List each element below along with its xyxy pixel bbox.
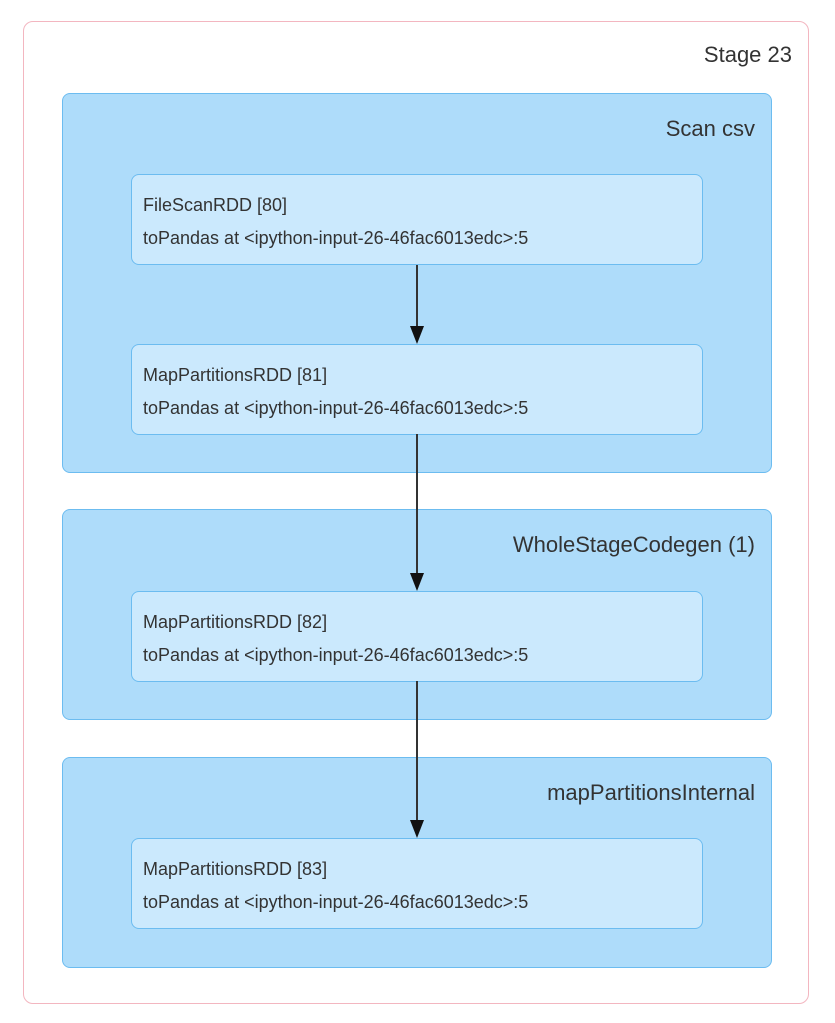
node-callsite: toPandas at <ipython-input-26-46fac6013e…: [143, 892, 529, 912]
rdd-node-81[interactable]: MapPartitionsRDD [81] toPandas at <ipyth…: [131, 344, 703, 435]
node-callsite: toPandas at <ipython-input-26-46fac6013e…: [143, 398, 529, 418]
node-title: MapPartitionsRDD [81]: [143, 365, 328, 385]
node-title: MapPartitionsRDD [83]: [143, 859, 328, 879]
node-callsite: toPandas at <ipython-input-26-46fac6013e…: [143, 645, 529, 665]
node-callsite: toPandas at <ipython-input-26-46fac6013e…: [143, 228, 529, 248]
rdd-node-80[interactable]: FileScanRDD [80] toPandas at <ipython-in…: [131, 174, 703, 265]
cluster-label: Scan csv: [665, 116, 755, 141]
cluster-label: mapPartitionsInternal: [547, 780, 755, 805]
node-title: MapPartitionsRDD [82]: [143, 612, 328, 632]
rdd-node-82[interactable]: MapPartitionsRDD [82] toPandas at <ipyth…: [131, 591, 703, 682]
rdd-node-83[interactable]: MapPartitionsRDD [83] toPandas at <ipyth…: [131, 838, 703, 929]
node-title: FileScanRDD [80]: [143, 195, 288, 215]
stage-label: Stage 23: [703, 42, 792, 67]
cluster-label: WholeStageCodegen (1): [512, 532, 755, 557]
